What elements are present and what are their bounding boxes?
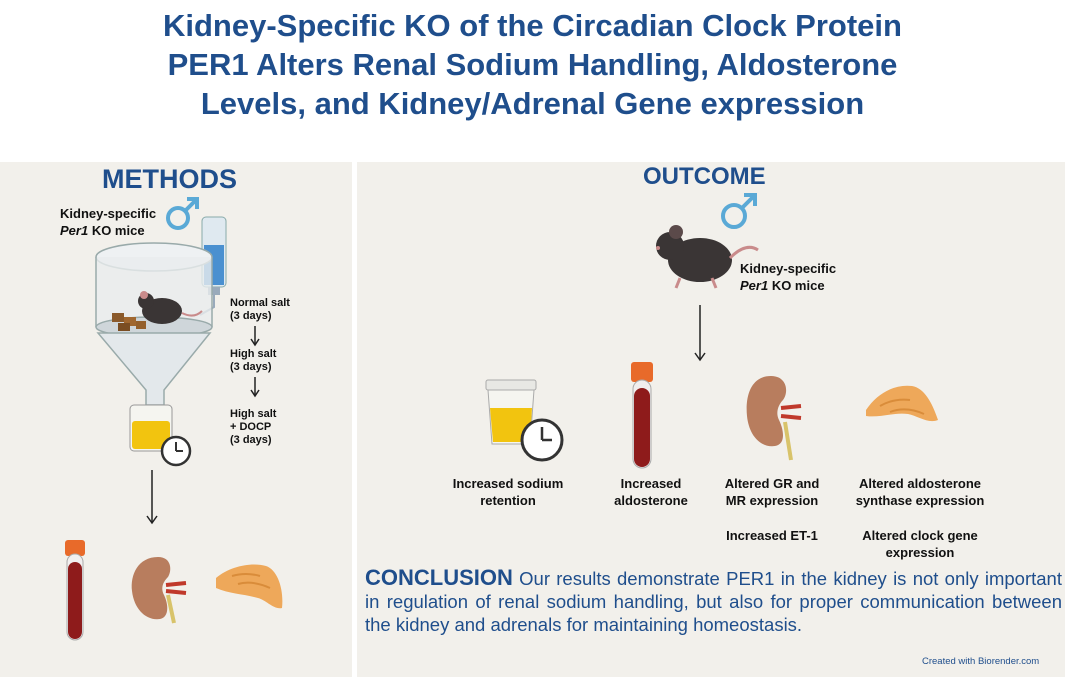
methods-mouse-label-rest: KO mice bbox=[88, 223, 145, 238]
methods-heading: METHODS bbox=[102, 164, 237, 194]
outcome-mouse-label: Kidney-specific Per1 KO mice bbox=[740, 261, 837, 293]
result-clock-gene: Altered clock gene expression bbox=[862, 528, 978, 560]
kidney-icon bbox=[131, 557, 187, 624]
arrow-down-icon bbox=[146, 470, 158, 525]
clock-icon bbox=[520, 418, 564, 462]
conclusion-block: CONCLUSION Our results demonstrate PER1 … bbox=[365, 566, 1062, 636]
blood-tube-icon bbox=[65, 540, 85, 641]
male-symbol-icon bbox=[166, 197, 199, 230]
conclusion-heading: CONCLUSION bbox=[365, 565, 513, 590]
step-high-salt-docp: High salt + DOCP (3 days) bbox=[230, 408, 277, 446]
title-line-2: PER1 Alters Renal Sodium Handling, Aldos… bbox=[167, 47, 898, 82]
step-high-salt: High salt (3 days) bbox=[230, 348, 277, 373]
methods-mouse-label: Kidney-specific Per1 KO mice bbox=[60, 205, 156, 239]
kidney-icon bbox=[746, 376, 802, 461]
result-aldosterone-synthase: Altered aldosterone synthase expression bbox=[855, 476, 985, 508]
clock-icon bbox=[160, 435, 192, 467]
male-symbol-icon bbox=[721, 193, 757, 229]
methods-mouse-label-line1: Kidney-specific bbox=[60, 206, 157, 221]
methods-mouse-label-gene: Per1 bbox=[60, 223, 89, 238]
page-title: Kidney-Specific KO of the Circadian Cloc… bbox=[0, 6, 1065, 123]
mouse-icon bbox=[656, 225, 759, 289]
adrenal-gland-icon bbox=[216, 564, 283, 609]
metabolic-cage-icon bbox=[95, 216, 227, 467]
adrenal-gland-icon bbox=[866, 385, 938, 422]
credit-text: Created with Biorender.com bbox=[922, 656, 1040, 667]
result-gr-mr: Altered GR and MR expression bbox=[724, 476, 820, 508]
arrow-down-icon bbox=[250, 326, 260, 347]
arrow-down-icon bbox=[250, 377, 260, 398]
urine-cup-icon bbox=[485, 379, 564, 462]
result-aldosterone: Increased aldosterone bbox=[614, 476, 688, 508]
outcome-heading: OUTCOME bbox=[643, 163, 766, 190]
step-normal-salt: Normal salt (3 days) bbox=[230, 297, 290, 322]
conclusion-text: Our results demonstrate PER1 in the kidn… bbox=[365, 568, 1062, 635]
result-et1: Increased ET-1 bbox=[726, 528, 818, 543]
blood-tube-icon bbox=[631, 362, 653, 469]
title-line-3: Levels, and Kidney/Adrenal Gene expressi… bbox=[200, 86, 865, 121]
arrow-down-icon bbox=[694, 305, 706, 362]
title-line-1: Kidney-Specific KO of the Circadian Cloc… bbox=[163, 8, 902, 43]
result-sodium-retention: Increased sodium retention bbox=[452, 476, 564, 508]
